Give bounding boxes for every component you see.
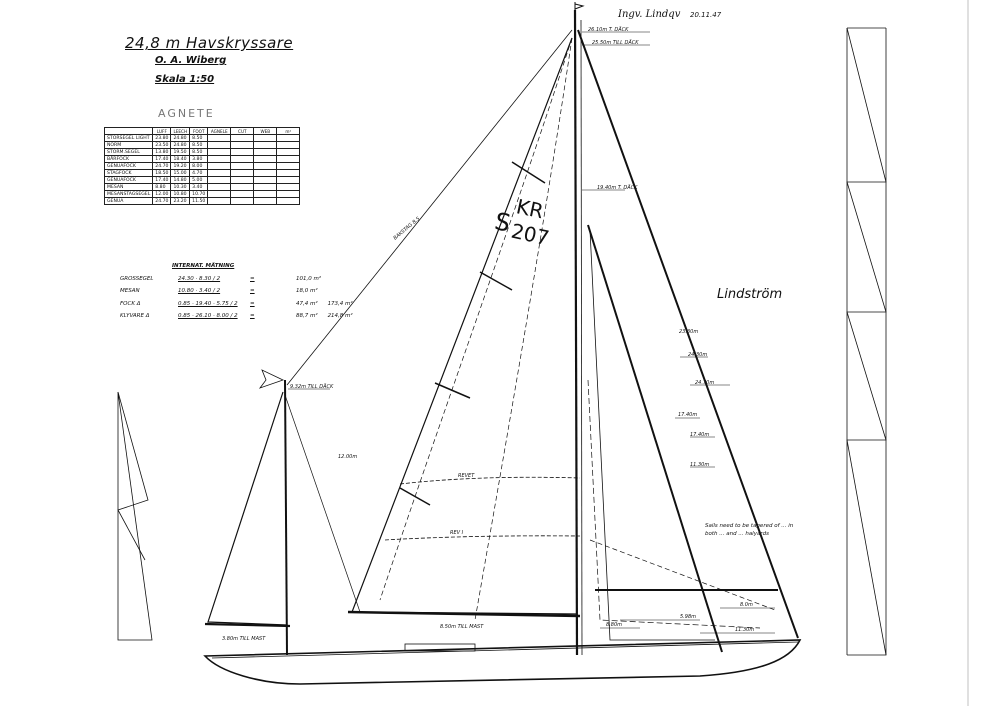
- signature-right: Lindström: [717, 287, 782, 302]
- dim-1: 23.30m: [679, 329, 698, 335]
- dim-11: 12.00m: [338, 454, 357, 460]
- mizzen-flag-icon: [258, 369, 285, 389]
- reef-line-2: [384, 535, 581, 541]
- rating-eq: =: [250, 300, 255, 307]
- rating-eq: =: [250, 288, 255, 294]
- reef-line-1: [399, 476, 581, 485]
- rating-total: 173,4 m²: [327, 300, 353, 307]
- rating-eq: =: [250, 313, 255, 319]
- main-boom: [347, 610, 581, 618]
- dim-10: 8.80m: [606, 622, 622, 628]
- reef-label-2: REV I: [450, 530, 464, 536]
- rating-heading: INTERNAT. MÄTNING: [172, 263, 235, 269]
- rating-row: GROSSEGEL 24.30 · 8.30 / 2 = 101,0 m²: [120, 273, 353, 286]
- table-cell: [276, 197, 301, 205]
- dim-mizzen-boom: 3.80m TILL MAST: [222, 636, 266, 642]
- drawing-title: 24,8 m Havskryssare: [125, 34, 294, 52]
- rating-value: 88,7 m²: [296, 313, 318, 319]
- signature-top: Ingv. Lindqv: [617, 9, 681, 20]
- mizzen-rig-detail: [117, 391, 153, 641]
- rating-row: MESAN 10.80 · 3.40 / 2 = 18,0 m²: [120, 285, 353, 298]
- dim-hounds: 19.40m T. DÄCK: [597, 184, 638, 191]
- designer-name: O. A. Wiberg: [155, 55, 227, 66]
- mizzen-boom: [204, 622, 291, 628]
- dim-5: 17.40m: [690, 432, 709, 438]
- dim-6: 11.30m: [690, 462, 709, 468]
- rating-row: FOCK Δ 0.85 · 19.40 · 5.75 / 2 = 47,4 m² 173…: [120, 298, 353, 311]
- rating-value: 18,0 m²: [296, 288, 318, 294]
- table-cell: 11.50: [189, 197, 209, 205]
- signature-date: 20.11.47: [690, 11, 722, 19]
- rating-label: MESAN: [120, 288, 140, 294]
- rating-formula: 0.85 · 19.40 · 5.75 / 2: [178, 300, 238, 307]
- rating-value: 47,4 m²: [296, 300, 318, 307]
- mizzen-staysail: [284, 394, 361, 613]
- sheer-line: [211, 641, 799, 659]
- dim-7: 8.0m: [740, 602, 753, 608]
- mizzen-sail: [207, 391, 288, 626]
- dim-mizzen-top: 9.32m TILL DÄCK: [290, 383, 334, 390]
- rating-formula: 24.30 · 8.30 / 2: [178, 275, 221, 282]
- dim-3: 24.70m: [695, 380, 714, 386]
- rating-label: GROSSEGEL: [120, 275, 154, 282]
- genoa: [589, 229, 715, 641]
- triatic-stay: [286, 29, 573, 386]
- reef-label-1: REVET: [458, 473, 475, 479]
- rating-eq: =: [250, 275, 255, 282]
- main-mast: [573, 9, 579, 656]
- sail-number-digits: 207: [509, 219, 551, 250]
- dim-4: 17.40m: [678, 412, 697, 418]
- table-cell: 24.70: [152, 197, 172, 205]
- dim-main-boom: 8.50m TILL MAST: [440, 624, 484, 630]
- drawing-scale: Skala 1:50: [155, 74, 215, 85]
- international-rating-block: INTERNAT. MÄTNING GROSSEGEL 24.30 · 8.30 …: [120, 260, 353, 323]
- rating-label: FOCK Δ: [120, 300, 141, 307]
- rating-formula: 0.85 · 26.10 · 8.00 / 2: [178, 313, 238, 319]
- deckhouse: [404, 643, 476, 652]
- dim-2: 24.30m: [688, 352, 707, 358]
- inner-forestay: [587, 224, 723, 653]
- sail-number-prefix: S: [492, 207, 513, 238]
- mizzen-mast: [284, 379, 288, 656]
- staysail: [587, 379, 761, 629]
- rating-value: 101,0 m²: [296, 275, 322, 282]
- handwritten-note: Sails need to be tapered of ... in both …: [705, 523, 794, 537]
- boat-name: AGNETE: [158, 107, 215, 120]
- hull-outline: [203, 639, 802, 685]
- rating-label: KLYVARE Δ: [120, 313, 150, 319]
- sail-number-letters: KR: [514, 194, 546, 223]
- dim-9: 11.30m: [735, 627, 754, 633]
- dim-backstay: BAKSTAG 8.5: [392, 216, 421, 242]
- side-rig-detail: [846, 27, 887, 656]
- rating-row: KLYVARE Δ 0.85 · 26.10 · 8.00 / 2 = 88,7 m²…: [120, 310, 353, 323]
- rating-formula: 10.80 · 3.40 / 2: [178, 288, 221, 294]
- masthead-flag-icon: [574, 2, 585, 10]
- dim-masthead-1: 26.10m T. DÄCK: [588, 26, 629, 33]
- forestay: [577, 29, 799, 639]
- dim-8: 5.98m: [680, 614, 696, 620]
- rating-total: 214,8 m²: [327, 313, 353, 319]
- dim-masthead-2: 25.50m TILL DÄCK: [592, 39, 639, 46]
